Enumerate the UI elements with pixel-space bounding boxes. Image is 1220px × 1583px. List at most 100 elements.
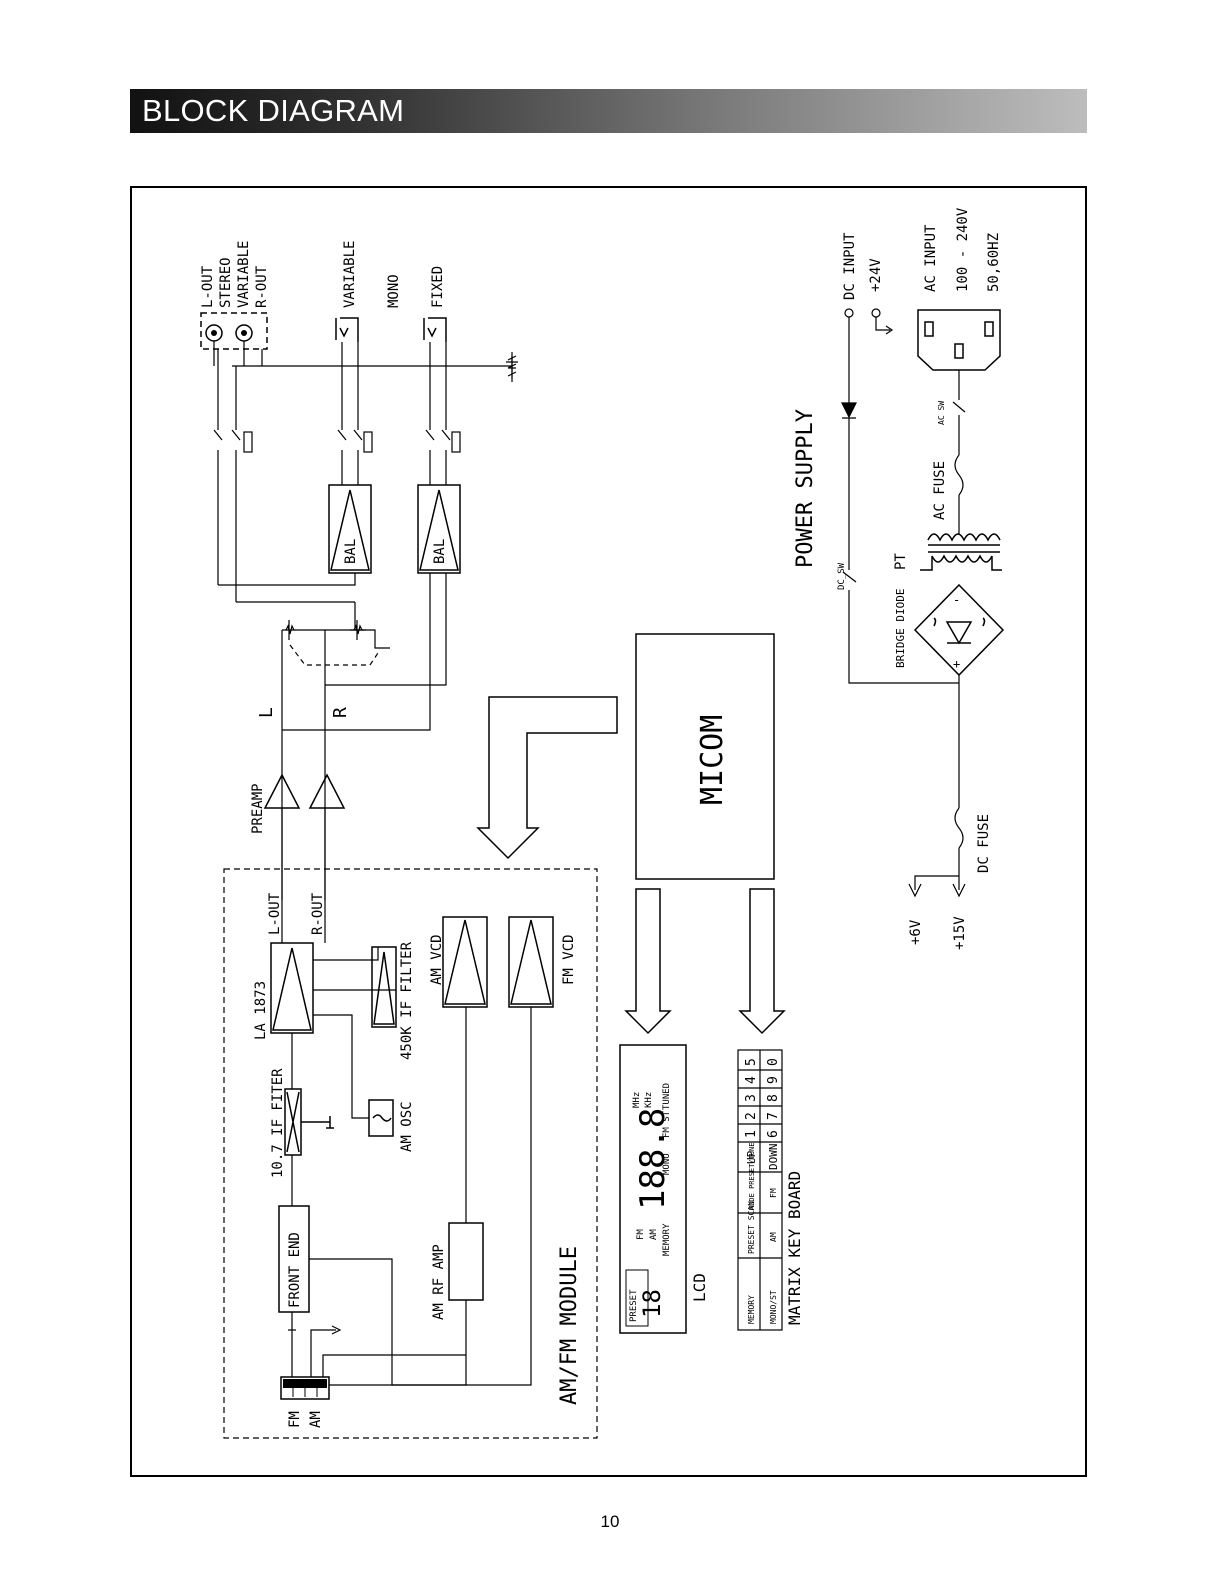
lcd-preset: PRESET — [629, 1289, 639, 1322]
am-osc-label: AM OSC — [399, 1101, 415, 1152]
right-channel-label: R — [330, 707, 351, 718]
bridge-minus: - — [953, 593, 960, 607]
key-preset-scan: PRESET SCAN — [747, 1201, 756, 1254]
if-filter-450k-label: 450K IF FILTER — [399, 941, 415, 1060]
module-lout-label: L-OUT — [267, 892, 283, 935]
preamp-right — [308, 773, 346, 809]
ac-input-socket — [917, 309, 1001, 371]
key-2: 2 — [744, 1112, 759, 1120]
key-mode: MODE PRESET/TUNE — [748, 1143, 756, 1210]
key-mono-st: MONO/ST — [769, 1290, 778, 1324]
la1873-block — [270, 942, 314, 1034]
front-end-label: FRONT END — [287, 1232, 303, 1308]
bal-label-variable: BAL — [343, 539, 359, 564]
fm-vcd-block — [508, 916, 554, 1008]
lcd-memory: MEMORY — [662, 1223, 672, 1256]
mono-variable-jack — [335, 317, 359, 342]
key-up: UP — [745, 1150, 758, 1164]
variable-output-label: VARIABLE — [342, 241, 358, 308]
key-5: 5 — [744, 1058, 759, 1066]
dc-input-label: DC INPUT — [842, 232, 858, 300]
mono-fixed-jack — [423, 317, 447, 342]
key-6: 6 — [766, 1130, 781, 1138]
bal-amp-fixed — [417, 484, 461, 574]
page-title: BLOCK DIAGRAM — [142, 93, 405, 128]
micom-lcd-arrow — [624, 888, 672, 1035]
lcd-frequency-digits: 188.8 — [633, 1108, 673, 1210]
ground-icon — [507, 352, 517, 382]
ac-sw-label: AC SW — [937, 401, 946, 425]
pt-label: PT — [893, 553, 909, 570]
power-supply-title: POWER SUPPLY — [793, 409, 818, 568]
antenna-fm-label: FM — [287, 1411, 303, 1428]
stereo-label-rout: R-OUT — [254, 265, 270, 308]
key-1: 1 — [744, 1130, 759, 1138]
micom-block — [635, 633, 775, 880]
lcd-am: AM — [649, 1229, 659, 1240]
power-transformer — [920, 533, 1002, 571]
am-vcd-block — [442, 916, 488, 1008]
if-filter-450k — [371, 946, 397, 1028]
lcd-khz: KHz — [644, 1092, 654, 1108]
preamp-label: PREAMP — [250, 783, 266, 834]
module-rout-label: R-OUT — [310, 892, 326, 935]
dc-sw-label: DC_SW — [837, 562, 847, 590]
micom-label: MICOM — [695, 715, 730, 805]
stereo-output-jacks — [200, 312, 268, 350]
bridge-diode-label: BRIDGE DIODE — [894, 589, 907, 668]
left-channel-label: L — [256, 707, 277, 718]
am-osc-block — [368, 1099, 394, 1137]
lcd-fm: FM — [636, 1229, 646, 1240]
fm-vcd-label: FM VCD — [561, 934, 577, 985]
am-rf-amp-label: AM RF AMP — [431, 1244, 447, 1320]
key-7: 7 — [766, 1112, 781, 1120]
ac-range-label: 100 - 240V — [955, 207, 971, 292]
dc-input-voltage: +24V — [868, 258, 884, 292]
fixed-output-label: FIXED — [430, 266, 446, 308]
am-rf-amp-block — [448, 1222, 484, 1301]
keyboard-label: MATRIX KEY BOARD — [785, 1171, 804, 1325]
stereo-label-variable: VARIABLE — [236, 241, 252, 308]
bridge-plus: + — [953, 657, 960, 671]
lcd-display — [619, 1044, 687, 1334]
if-filter-107 — [284, 1088, 334, 1156]
header-bar: BLOCK DIAGRAM — [130, 89, 1087, 133]
lcd-fm-st: FM ST — [662, 1110, 672, 1138]
lcd-tuned: TUNED — [662, 1083, 672, 1110]
micom-keyboard-arrow — [738, 888, 786, 1035]
page-number: 10 — [600, 1512, 620, 1531]
key-3: 3 — [744, 1094, 759, 1102]
antenna-connector — [280, 1376, 330, 1400]
key-down: DOWN — [767, 1144, 780, 1171]
lcd-mono: MONO — [662, 1153, 672, 1175]
key-9: 9 — [766, 1076, 781, 1084]
ac-fuse-label: AC FUSE — [932, 461, 948, 520]
module-title: AM/FM MODULE — [557, 1246, 582, 1405]
key-8: 8 — [766, 1094, 781, 1102]
key-memory: MEMORY — [747, 1295, 756, 1324]
am-vcd-label: AM VCD — [429, 934, 445, 985]
block-diagram: L-OUT STEREO VARIABLE R-OUT VARIABLE MON… — [130, 186, 1087, 1477]
lcd-mhz: MHz — [632, 1092, 642, 1108]
out-6v-label: +6V — [908, 919, 924, 945]
la1873-label: LA 1873 — [253, 981, 269, 1040]
key-am: AM — [769, 1232, 778, 1242]
lcd-preset-digits: 18 — [638, 1289, 666, 1318]
key-0: 0 — [766, 1058, 781, 1066]
stereo-label-stereo: STEREO — [218, 257, 234, 308]
lcd-label: LCD — [690, 1273, 709, 1302]
bal-amp-variable — [328, 484, 372, 574]
key-fm: FM — [769, 1188, 778, 1198]
stereo-label-lout: L-OUT — [200, 265, 216, 308]
dc-diode-icon — [841, 402, 857, 419]
micom-bus-arrow — [476, 696, 618, 860]
mono-label: MONO — [386, 274, 402, 308]
if-filter-107-label: 10.7 IF FITER — [270, 1068, 286, 1178]
out-15v-label: +15V — [952, 916, 968, 950]
matrix-keyboard-grid — [737, 1049, 783, 1331]
antenna-am-label: AM — [308, 1411, 324, 1428]
ac-input-label: AC INPUT — [923, 224, 939, 292]
bal-label-fixed: BAL — [432, 539, 448, 564]
key-4: 4 — [744, 1076, 759, 1084]
ac-freq-label: 50,60HZ — [986, 233, 1002, 292]
